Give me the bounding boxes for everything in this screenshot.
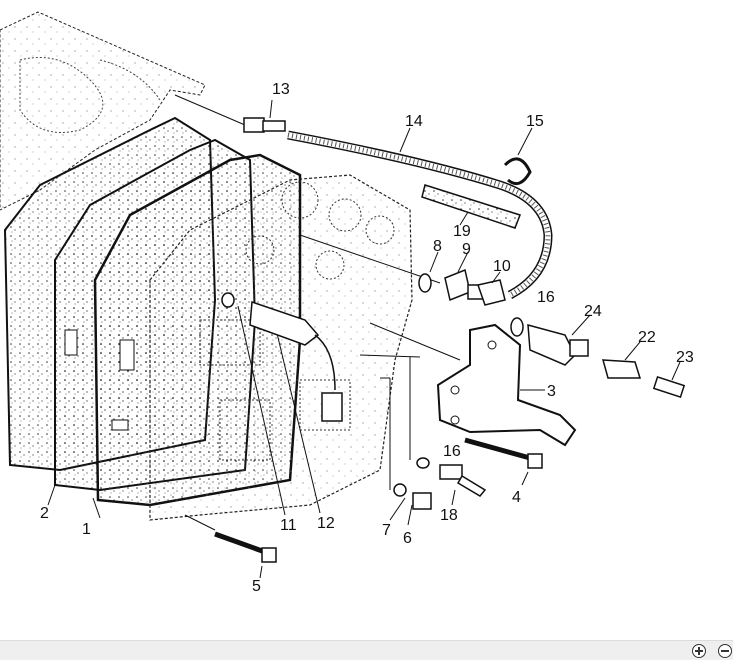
callout-23: 23: [676, 349, 694, 366]
callout-15: 15: [526, 113, 544, 130]
callout-19: 19: [453, 223, 471, 240]
sensor-24: [510, 314, 591, 366]
terminal-23: [652, 361, 686, 398]
exploded-parts-diagram: 1 2 3 4 5 6 7 8 9 10 11 12 13 14 15 16 1…: [0, 11, 694, 595]
zoom-in-icon[interactable]: [692, 644, 706, 658]
callout-13: 13: [272, 81, 290, 98]
plug-6-7: [393, 483, 432, 510]
seal-16-lower: [416, 457, 430, 469]
diagram-canvas: 1 2 3 4 5 6 7 8 9 10 11 12 13 14 15 16 1…: [0, 11, 694, 595]
callout-3: 3: [547, 383, 556, 400]
callout-14: 14: [405, 113, 423, 130]
zoom-out-icon[interactable]: [718, 644, 732, 658]
bolt-4: [464, 437, 543, 486]
fitting-13: [243, 99, 286, 133]
valve-body: [149, 174, 413, 521]
callout-2: 2: [40, 505, 49, 522]
callout-16-upper: 16: [537, 289, 555, 306]
solenoid-12: [221, 292, 343, 422]
viewer-toolbar: [0, 640, 733, 660]
callout-4: 4: [512, 489, 521, 506]
hose-14: [287, 127, 553, 299]
callout-1: 1: [82, 521, 91, 538]
callout-11: 11: [280, 517, 297, 534]
callout-12: 12: [317, 515, 335, 532]
switch-18: [439, 464, 487, 506]
bracket-3: [436, 323, 577, 447]
callout-16-lower: 16: [443, 443, 461, 460]
leader-lines: [47, 94, 545, 531]
callout-6: 6: [403, 530, 412, 547]
callout-9: 9: [462, 241, 471, 258]
callout-24: 24: [584, 303, 602, 320]
callout-10: 10: [493, 258, 511, 275]
callout-7: 7: [382, 522, 391, 539]
clip-15: [503, 127, 533, 186]
callout-18: 18: [440, 507, 458, 524]
fitting-group-8-9-10: [418, 251, 506, 306]
callout-8: 8: [433, 238, 442, 255]
callout-5: 5: [252, 578, 261, 595]
transmission-housing: [0, 11, 206, 211]
connector-22: [601, 341, 642, 379]
bolt-5: [214, 531, 277, 579]
sleeve-19: [421, 184, 521, 229]
callout-22: 22: [638, 329, 656, 346]
